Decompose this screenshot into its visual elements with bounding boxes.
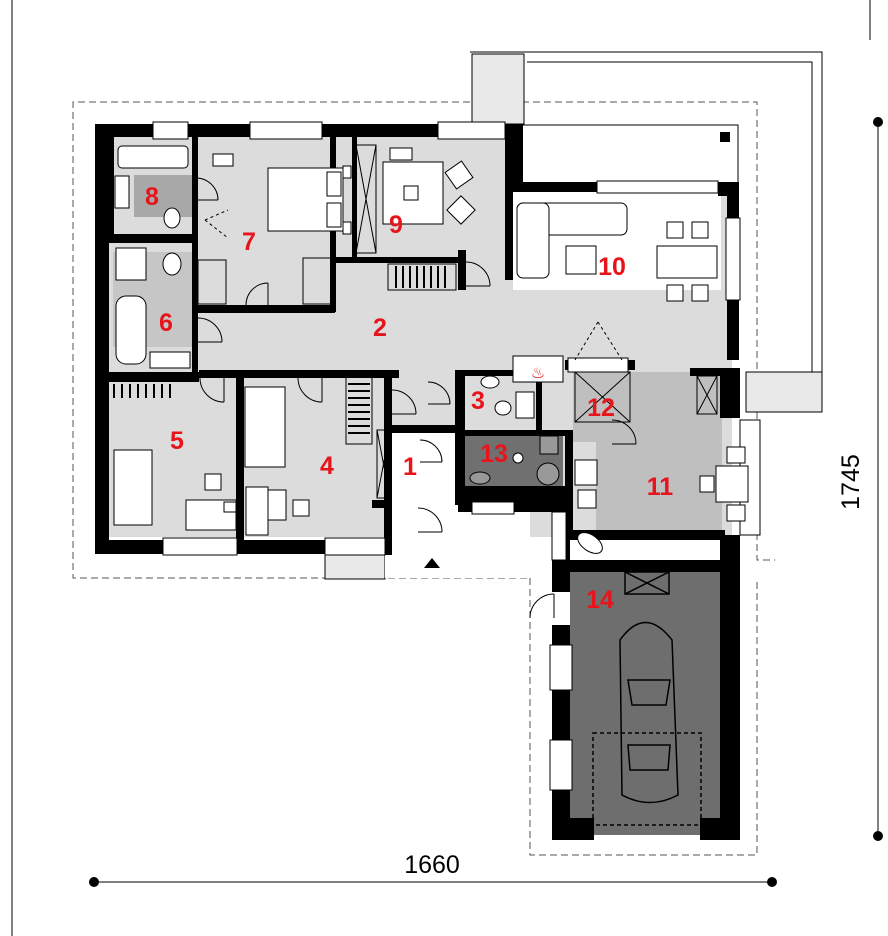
height-dimension: 1745 [837, 117, 883, 841]
room-label-9: 9 [389, 211, 403, 239]
height-dimension-label: 1745 [837, 454, 865, 510]
sofa-set [516, 202, 718, 302]
planter-box [324, 554, 386, 580]
room-label-10: 10 [598, 253, 626, 281]
room-label-3: 3 [471, 387, 485, 415]
room-label-12: 12 [587, 394, 615, 422]
svg-text:♨: ♨ [531, 363, 545, 382]
room-label-14: 14 [586, 586, 614, 614]
floors [107, 137, 732, 835]
width-dimension-label: 1660 [404, 851, 460, 879]
bathroom-6-fixtures [115, 247, 191, 369]
room-5-furniture [113, 449, 237, 531]
office-furniture [382, 147, 476, 225]
entrance-arrow-icon [424, 558, 440, 568]
car-icon [592, 571, 702, 826]
room-label-6: 6 [159, 309, 173, 337]
boiler-equipment [469, 435, 560, 486]
walls [95, 124, 740, 840]
room-label-13: 13 [480, 440, 508, 468]
terrace-post [720, 132, 730, 142]
dining-table [574, 446, 749, 522]
staircase [197, 257, 457, 445]
room-label-4: 4 [320, 452, 334, 480]
width-dimension: 1660 [89, 851, 777, 887]
pergola-column [745, 371, 823, 413]
room-label-2: 2 [373, 314, 387, 342]
room-labels: 1 2 3 4 5 6 7 8 9 10 11 12 13 14 [145, 183, 673, 614]
room-4-furniture [244, 386, 310, 536]
room-label-8: 8 [145, 183, 159, 211]
stair-treads [113, 266, 446, 434]
room-label-5: 5 [170, 427, 184, 455]
room-label-7: 7 [242, 228, 256, 256]
hose-reel-icon [577, 532, 603, 554]
terrace [519, 124, 739, 186]
doors [195, 177, 637, 619]
bathroom-8-fixtures [114, 145, 189, 229]
fireplace: ♨ [512, 321, 629, 383]
pergola-column [471, 53, 525, 125]
double-bed [212, 153, 352, 235]
room-label-1: 1 [403, 453, 417, 481]
wc-fixtures [480, 375, 535, 419]
room-label-11: 11 [647, 473, 674, 501]
